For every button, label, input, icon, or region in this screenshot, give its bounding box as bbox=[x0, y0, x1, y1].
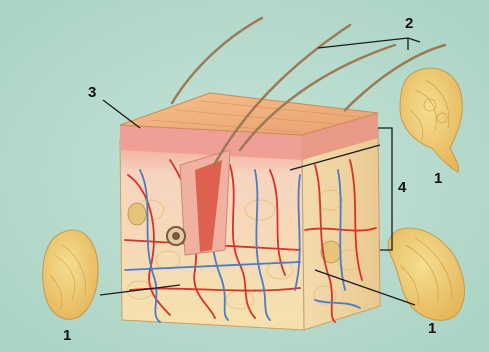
label-gland-bottom-right: 1 bbox=[428, 320, 436, 337]
label-hairs: 2 bbox=[405, 15, 413, 32]
label-epidermis: 3 bbox=[88, 84, 96, 101]
label-gland-left: 1 bbox=[63, 327, 71, 344]
label-gland-top-right: 1 bbox=[434, 170, 442, 187]
skin-block bbox=[120, 93, 380, 330]
label-vessels: 4 bbox=[398, 179, 407, 196]
